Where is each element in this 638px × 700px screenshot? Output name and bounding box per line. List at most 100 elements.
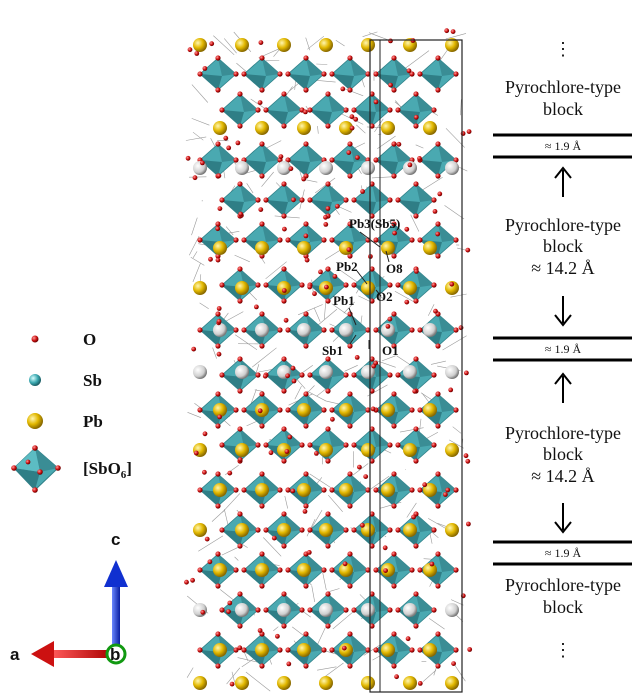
oxygen-atom bbox=[287, 434, 293, 440]
bond-line bbox=[322, 662, 344, 679]
arrow-down-2 bbox=[554, 503, 572, 534]
oxygen-atom bbox=[217, 206, 223, 212]
octahedron-face bbox=[438, 394, 456, 412]
octahedron-face bbox=[332, 74, 354, 90]
oxygen-atom bbox=[387, 607, 393, 613]
oxygen-atom bbox=[369, 591, 375, 597]
lead-atom bbox=[339, 563, 353, 577]
oxygen-atom bbox=[281, 123, 287, 129]
oxygen-atom bbox=[277, 407, 283, 413]
oxygen-atom bbox=[325, 623, 331, 629]
octahedron-face bbox=[222, 200, 244, 216]
bond-line bbox=[191, 217, 198, 236]
oxygen-atom bbox=[409, 237, 415, 243]
oxygen-atom bbox=[215, 391, 221, 397]
oxygen-atom bbox=[277, 487, 283, 493]
oxygen-atom bbox=[404, 299, 410, 305]
oxygen-atom bbox=[443, 492, 448, 497]
oxygen-atom bbox=[238, 211, 244, 217]
oxygen-atom bbox=[299, 372, 305, 378]
oxygen-atom bbox=[406, 68, 412, 74]
atom-spheres bbox=[184, 28, 473, 690]
oxygen-atom bbox=[233, 157, 239, 163]
oxygen-atom bbox=[413, 91, 419, 97]
bond-line bbox=[317, 627, 326, 645]
oxygen-atom bbox=[407, 162, 413, 168]
oxygen-atom bbox=[413, 623, 419, 629]
oxygen-atom bbox=[413, 426, 419, 432]
oxygen-atom bbox=[413, 181, 419, 187]
pb-sb-mixed-atom bbox=[193, 603, 207, 617]
oxygen-atom bbox=[417, 327, 423, 333]
oxygen-atom bbox=[340, 86, 346, 92]
bottom-continuation-dots: ⋮ bbox=[554, 640, 572, 660]
oxygen-atom bbox=[259, 391, 265, 397]
oxygen-atom bbox=[431, 527, 437, 533]
oxygen-atom bbox=[259, 503, 265, 509]
lead-atom bbox=[339, 643, 353, 657]
oxygen-atom bbox=[290, 488, 296, 494]
block-2-thickness: ≈ 14.2 Å bbox=[531, 258, 594, 278]
oxygen-atom bbox=[219, 197, 225, 203]
oxygen-atom bbox=[417, 681, 423, 686]
oxygen-atom bbox=[255, 372, 261, 378]
oxygen-atom bbox=[391, 391, 397, 397]
oxygen-atom bbox=[435, 253, 441, 259]
atom-label-pb3: Pb3(Sb5) bbox=[349, 216, 400, 231]
octahedron-face bbox=[350, 224, 368, 242]
oxygen-atom bbox=[237, 298, 243, 304]
oxygen-atom bbox=[373, 71, 379, 77]
oxygen-atom bbox=[237, 591, 243, 597]
oxygen-atom bbox=[190, 577, 196, 583]
oxygen-atom bbox=[387, 107, 393, 113]
oxygen-atom bbox=[329, 407, 335, 413]
bond-line bbox=[234, 556, 239, 561]
oxygen-atom bbox=[431, 282, 437, 288]
oxygen-atom bbox=[395, 107, 401, 113]
lead-atom bbox=[319, 38, 333, 52]
oxygen-atom bbox=[323, 222, 329, 227]
pb-sb-mixed-atom bbox=[381, 323, 395, 337]
oxygen-atom bbox=[229, 681, 235, 687]
bond-line bbox=[316, 63, 328, 65]
oxygen-atom bbox=[303, 423, 309, 429]
octahedron-face bbox=[438, 554, 456, 572]
oxygen-atom bbox=[329, 327, 335, 333]
oxygen-atom bbox=[383, 568, 388, 573]
oxygen-atom bbox=[391, 141, 397, 147]
oxygen-atom bbox=[391, 583, 397, 589]
lead-atom bbox=[235, 38, 249, 52]
oxygen-atom bbox=[237, 511, 243, 517]
oxygen-atom bbox=[369, 123, 375, 129]
bond-line bbox=[251, 347, 277, 368]
oxygen-atom bbox=[321, 647, 327, 653]
bond-line bbox=[352, 463, 369, 476]
bond-line bbox=[406, 502, 417, 518]
lead-atom bbox=[213, 403, 227, 417]
bond-line bbox=[331, 303, 348, 315]
oxygen-atom bbox=[325, 543, 331, 549]
bond-line bbox=[235, 334, 258, 350]
oxygen-atom bbox=[237, 388, 243, 394]
oxygen-atom bbox=[255, 607, 261, 613]
octahedron-face bbox=[416, 514, 434, 532]
lead-atom bbox=[423, 483, 437, 497]
arrow-down-1 bbox=[554, 296, 572, 327]
lead-atom bbox=[235, 676, 249, 690]
legend-label-o: O bbox=[83, 330, 96, 349]
bond-line bbox=[362, 31, 378, 37]
oxygen-atom bbox=[215, 87, 221, 93]
oxygen-atom bbox=[347, 343, 353, 349]
oxygen-atom bbox=[204, 536, 210, 542]
lead-atom bbox=[381, 241, 395, 255]
bond-line bbox=[322, 572, 327, 591]
oxygen-atom bbox=[219, 282, 225, 288]
octahedron-face bbox=[416, 594, 434, 612]
oxygen-atom bbox=[347, 551, 353, 557]
oxygen-atom bbox=[285, 567, 291, 573]
octahedron-face bbox=[310, 200, 332, 216]
lead-atom bbox=[361, 281, 375, 295]
lead-atom bbox=[213, 483, 227, 497]
atom-label-o1: O1 bbox=[382, 343, 399, 358]
lead-atom bbox=[361, 676, 375, 690]
